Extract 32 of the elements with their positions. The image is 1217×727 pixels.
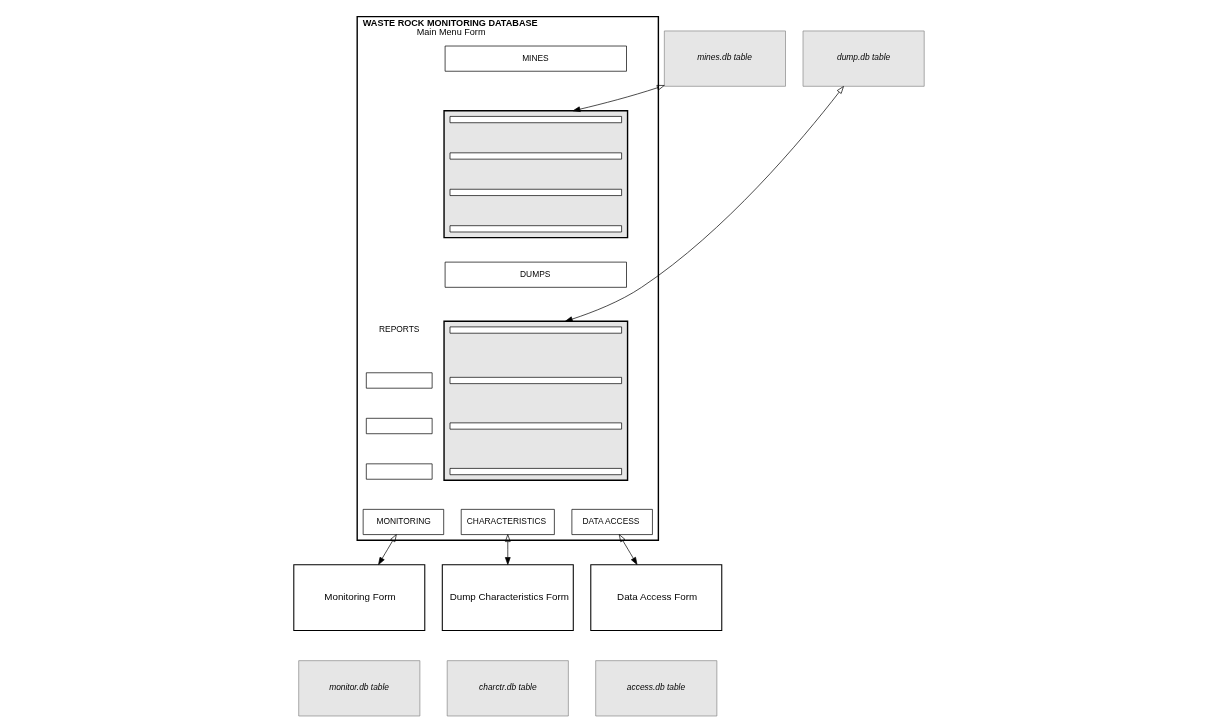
node-box bbox=[365, 372, 432, 389]
arrow bbox=[572, 85, 665, 112]
node-box: MONITORING bbox=[362, 509, 444, 535]
node-box: Data Access Form bbox=[589, 564, 722, 632]
node-box: monitor.db table bbox=[297, 660, 420, 717]
node-box: Monitoring Form bbox=[292, 564, 425, 632]
arrow bbox=[564, 86, 844, 322]
node-box: DATA ACCESS bbox=[571, 509, 653, 535]
node-box: DUMPS bbox=[444, 261, 627, 288]
node-box: CHARACTERISTICS bbox=[460, 509, 555, 535]
node-box: dump.db table bbox=[802, 30, 925, 87]
cluster bbox=[442, 110, 628, 239]
node-bar bbox=[449, 152, 622, 160]
node-box: MINES bbox=[444, 45, 627, 72]
node-box: access.db table bbox=[594, 660, 717, 717]
node-box bbox=[365, 417, 432, 435]
node-box bbox=[365, 463, 432, 480]
node-box: Dump Characteristics Form bbox=[441, 564, 574, 632]
arrow bbox=[504, 534, 511, 565]
node-bar bbox=[449, 116, 622, 124]
cluster bbox=[442, 320, 628, 481]
node-bar bbox=[449, 376, 622, 384]
label: REPORTS bbox=[378, 324, 419, 335]
node-bar bbox=[449, 468, 622, 476]
arrow bbox=[377, 534, 397, 565]
node-bar bbox=[449, 188, 622, 196]
node-box: mines.db table bbox=[663, 30, 786, 87]
node-bar bbox=[449, 326, 622, 334]
node-bar bbox=[449, 225, 622, 233]
arrow bbox=[618, 534, 637, 565]
node-bar bbox=[449, 422, 622, 430]
node-box: charctr.db table bbox=[446, 660, 569, 717]
